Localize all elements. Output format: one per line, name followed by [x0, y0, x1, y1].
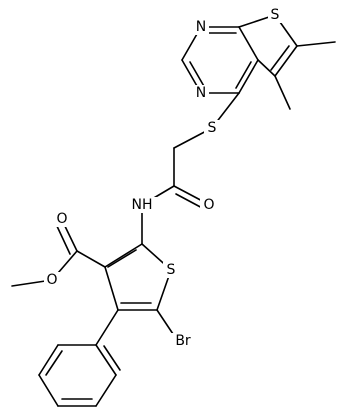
atom-s-thioether-label: S — [208, 120, 217, 136]
atom-s-thioether: S — [204, 120, 220, 136]
bond-c2-n3-inner — [189, 61, 206, 89]
bond-ph4-ph5 — [38, 374, 59, 407]
atom-s-thiophene: S — [163, 262, 179, 278]
atom-o-carbonyl: O — [54, 211, 71, 227]
bond-c3-cester — [76, 250, 106, 268]
bonds — [11, 14, 336, 407]
bond-c4a-c4-inner — [235, 61, 252, 89]
atom-o-amide-label: O — [203, 197, 214, 213]
bond-ph5-ph6 — [38, 344, 59, 376]
atom-o-carbonyl-label: O — [56, 211, 67, 227]
bond-ph5-ph6-inner — [45, 350, 63, 376]
atom-br: Br — [170, 333, 195, 349]
atom-o-ester-label: O — [46, 272, 57, 288]
bond-ph2-ph3 — [95, 374, 117, 407]
bond-c7a-c4a — [238, 26, 259, 61]
bond-ph1-ph2-inner — [103, 345, 121, 371]
atom-n3: N — [193, 85, 209, 101]
atom-s7-label: S — [271, 7, 280, 23]
bond-c5-methyl — [274, 75, 291, 110]
atom-s7: S — [268, 7, 283, 23]
atom-n3-label: N — [196, 85, 206, 101]
atom-s-thiophene-label: S — [167, 262, 176, 278]
bond-c6-c5-inner — [270, 45, 290, 71]
bond-c2-c3 — [104, 243, 143, 268]
bond-c4-phenyl — [95, 309, 119, 346]
atom-labels: N N S S NH O O O — [44, 7, 283, 349]
bond-c2-c3-inner — [107, 249, 137, 268]
atom-o-ester: O — [44, 272, 61, 288]
atom-n1: N — [193, 19, 209, 35]
bond-c6-methyl — [296, 41, 336, 47]
bond-c5-c4a — [257, 59, 276, 77]
bond-cester-ocarbonyl-inner — [55, 223, 71, 255]
atom-br-label: Br — [175, 333, 191, 349]
bond-c6-c5 — [274, 45, 298, 77]
atom-n1-label: N — [196, 19, 206, 35]
bond-c4-c3 — [104, 266, 119, 311]
bond-ph1-ph2 — [95, 344, 117, 376]
bond-c4a-c4 — [238, 59, 259, 94]
atom-nh: NH — [127, 197, 157, 213]
atom-o-amide: O — [200, 197, 217, 213]
atom-nh-label: NH — [132, 197, 153, 213]
